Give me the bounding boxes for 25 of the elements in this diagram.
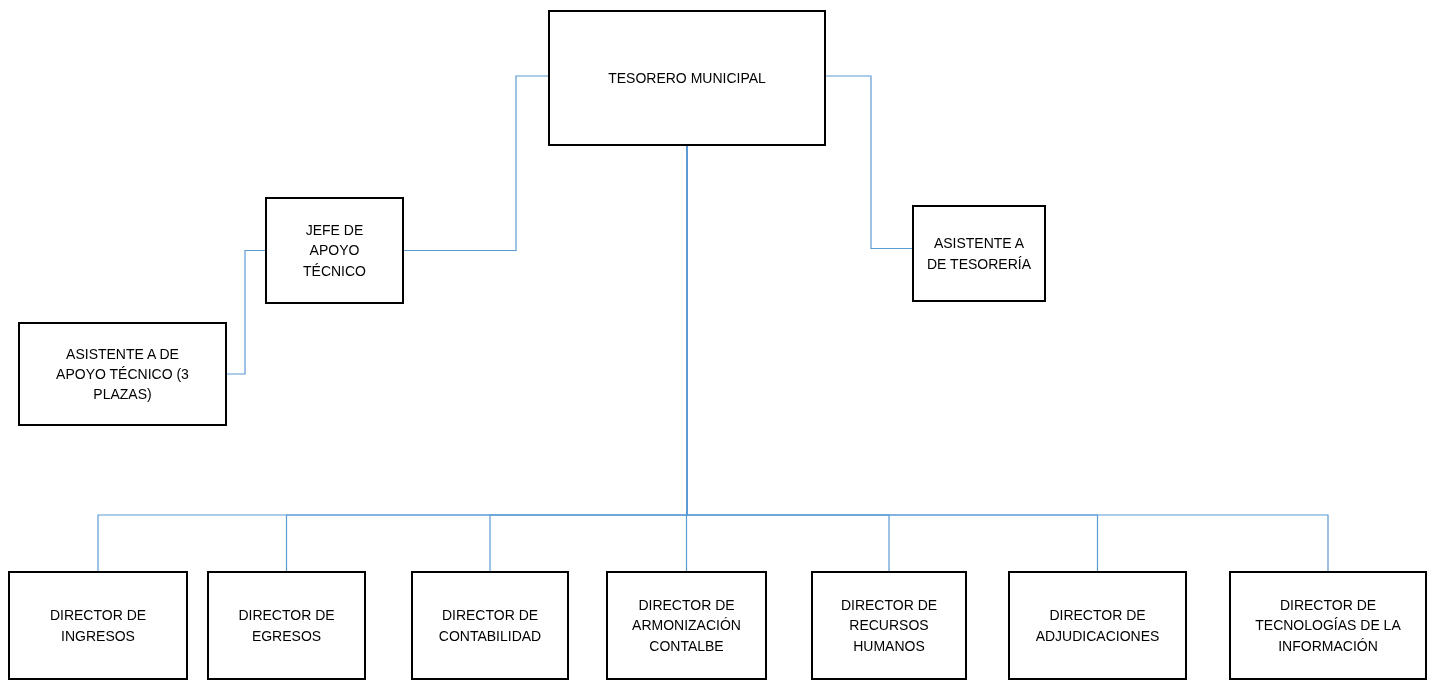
org-box bbox=[207, 571, 366, 680]
org-box bbox=[912, 205, 1046, 302]
org-box bbox=[18, 322, 227, 426]
org-box bbox=[548, 10, 826, 146]
org-box bbox=[265, 197, 404, 304]
position-title: ASISTENTE A DE APOYO TÉCNICO (3 PLAZAS) bbox=[55, 344, 190, 405]
position-title: DIRECTOR DE TECNOLOGÍAS DE LA INFORMACIÓN bbox=[1254, 596, 1402, 656]
position-title: DIRECTOR DE CONTABILIDAD bbox=[437, 606, 543, 646]
position-title: DIRECTOR DE ADJUDICACIONES bbox=[1034, 606, 1161, 646]
org-box bbox=[811, 571, 967, 680]
connector-line bbox=[403, 75, 549, 252]
position-title: JEFE DE APOYO TÉCNICO bbox=[302, 221, 367, 281]
position-title: ASISTENTE A DE TESORERÍA bbox=[926, 234, 1032, 274]
position-title: DIRECTOR DE INGRESOS bbox=[48, 606, 148, 646]
connector-line bbox=[226, 249, 266, 375]
position-title: DIRECTOR DE RECURSOS HUMANOS bbox=[839, 596, 939, 656]
org-box bbox=[1008, 571, 1187, 680]
position-title: DIRECTOR DE ARMONIZACIÓN CONTALBE bbox=[631, 596, 742, 656]
org-box bbox=[8, 571, 188, 680]
org-box bbox=[1229, 571, 1427, 680]
org-box bbox=[606, 571, 767, 680]
position-title: DIRECTOR DE EGRESOS bbox=[237, 606, 336, 646]
position-title: TESORERO MUNICIPAL bbox=[607, 68, 767, 88]
org-box bbox=[411, 571, 569, 680]
connector-line bbox=[825, 75, 913, 250]
